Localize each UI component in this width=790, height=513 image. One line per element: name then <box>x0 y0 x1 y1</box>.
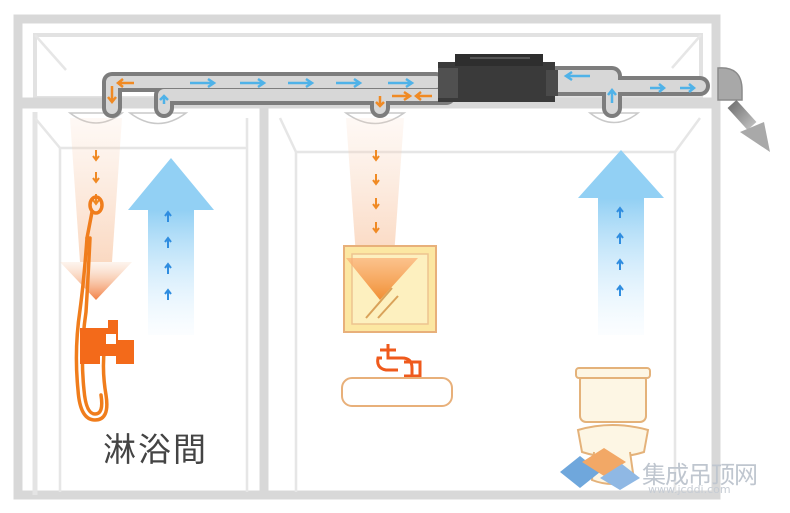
watermark-site-name: 集成吊顶网 <box>642 461 758 489</box>
arrow-up-icon <box>616 258 624 270</box>
arrow-up-icon <box>164 288 172 300</box>
arrow-down-icon <box>372 198 380 210</box>
watermark-logo <box>560 448 640 490</box>
mirror-icon <box>343 245 437 333</box>
arrow-down-icon <box>92 172 100 184</box>
arrow-right-icon <box>240 77 267 89</box>
toilet-fresh-dotted-arrows <box>616 206 624 296</box>
arrow-up-icon <box>607 87 617 103</box>
arrow-up-icon <box>616 284 624 296</box>
arrow-right-icon <box>650 83 667 93</box>
arrow-right-icon <box>288 77 315 89</box>
vanity-faucet-icon <box>376 344 422 378</box>
watermark-site-url: www.jcddi.com <box>648 483 731 496</box>
exhaust-flow-arrows <box>107 78 432 108</box>
arrow-right-icon <box>392 90 413 102</box>
arrow-up-icon <box>616 206 624 218</box>
arrow-up-icon <box>616 232 624 244</box>
arrow-down-icon <box>372 150 380 162</box>
arrow-right-icon <box>190 77 217 89</box>
vanity-dotted-arrows <box>372 150 380 234</box>
arrow-up-icon <box>159 94 169 104</box>
arrow-left-icon <box>413 91 432 101</box>
shower-room-label: 淋浴間 <box>103 430 208 469</box>
exhaust-outlet <box>717 67 770 152</box>
arrow-left-icon <box>115 78 134 88</box>
arrow-up-icon <box>164 262 172 274</box>
fan-unit-icon <box>438 54 558 102</box>
arrow-down-icon <box>92 150 100 162</box>
shower-exhaust-beam <box>60 118 132 300</box>
shower-head-icon <box>74 195 110 422</box>
arrow-left-icon <box>563 70 590 82</box>
arrow-down-icon <box>372 222 380 234</box>
arrow-right-icon <box>336 77 363 89</box>
arrow-right-icon <box>388 77 415 89</box>
arrow-down-icon <box>372 174 380 186</box>
shower-fresh-air-arrow <box>128 158 214 335</box>
faucet-icon <box>80 320 134 364</box>
sink-icon <box>341 377 453 407</box>
shower-fresh-dotted-arrows <box>164 210 172 300</box>
fresh-air-flow-arrows <box>159 70 697 104</box>
arrow-down-icon <box>375 96 385 108</box>
vanity-exhaust-beam <box>346 118 404 256</box>
arrow-down-icon <box>107 86 117 105</box>
arrow-up-icon <box>164 236 172 248</box>
vent-grille-icon <box>127 112 189 125</box>
arrow-right-icon <box>680 83 697 93</box>
arrow-up-icon <box>164 210 172 222</box>
